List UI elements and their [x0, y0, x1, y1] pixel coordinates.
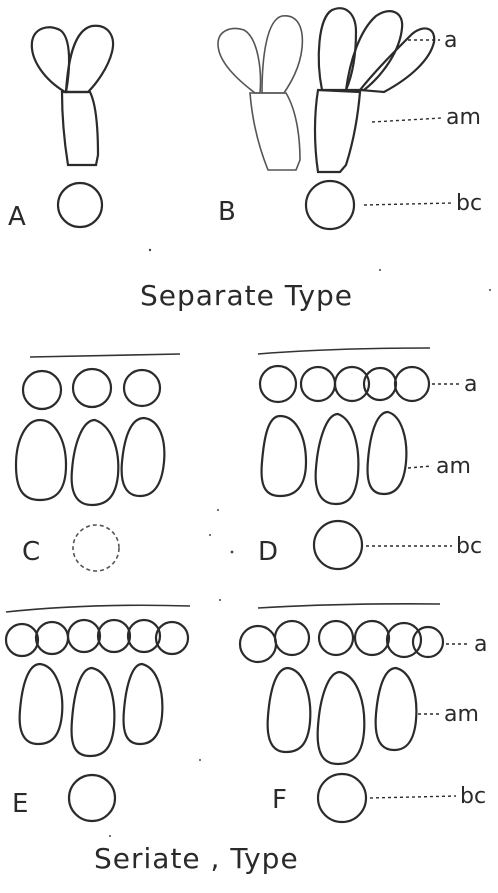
- separate-type-caption: Separate Type: [140, 279, 353, 312]
- panel-c-mother-cell-3: [122, 418, 165, 496]
- panel-e-mother-cell-3: [124, 664, 163, 744]
- panel-f-appendage-2: [275, 621, 309, 655]
- panel-f-am-label: am: [444, 702, 479, 727]
- panel-d-mother-cell-3: [368, 412, 407, 494]
- panel-c-appendage-2: [73, 369, 111, 407]
- panel-f-appendage-3: [319, 621, 353, 655]
- panel-a-appendage-right: [66, 26, 113, 92]
- panel-f-bc-label: bc: [460, 784, 486, 809]
- panel-e-mother-cell-2: [72, 668, 115, 756]
- panel-b-appendage-2: [262, 16, 302, 93]
- panel-f-mother-cell-1: [268, 668, 311, 752]
- panel-c-appendage-3: [124, 370, 160, 406]
- panel-d-a-label: a: [464, 372, 477, 397]
- panel-c-mother-cell-1: [16, 420, 66, 500]
- panel-e-appendage-4: [98, 620, 130, 652]
- panel-b-am-label: am: [446, 105, 481, 130]
- panel-d-mother-cell-2: [316, 414, 359, 504]
- panel-b-basal-cell: [306, 181, 354, 229]
- panel-f: F a am bc: [240, 621, 487, 822]
- panel-a-appendage-left: [32, 27, 69, 92]
- panel-f-basal-cell: [318, 774, 366, 822]
- panel-b: B a am bc: [218, 8, 482, 229]
- panel-b-stalk-right: [315, 90, 360, 172]
- panel-d-bc-label: bc: [456, 534, 482, 559]
- panel-c-letter: C: [22, 537, 40, 567]
- panel-f-mother-cell-3: [376, 668, 417, 750]
- panel-b-a-label: a: [444, 28, 457, 53]
- panel-f-appendage-6: [413, 627, 443, 657]
- panel-c-basal-cell: [73, 525, 119, 571]
- panel-b-appendage-1: [218, 29, 260, 93]
- panel-e-mother-cell-1: [20, 664, 63, 744]
- panel-d-letter: D: [258, 537, 278, 567]
- panel-f-a-label: a: [474, 632, 487, 657]
- panel-b-letter: B: [218, 197, 236, 227]
- panel-e-appendage-3: [68, 620, 100, 652]
- panel-e-appendage-1: [6, 624, 38, 656]
- seriate-type-caption: Seriate , Type: [94, 842, 299, 875]
- panel-b-appendage-3: [319, 8, 356, 90]
- panel-a-basal-cell: [58, 183, 102, 227]
- panel-a-letter: A: [8, 202, 26, 232]
- rule-lower-right: [258, 604, 440, 608]
- panel-b-bc-leader: [364, 203, 452, 205]
- panel-e: E: [6, 620, 188, 821]
- panel-f-letter: F: [272, 785, 287, 815]
- panel-d-appendage-1: [260, 366, 296, 402]
- panel-b-am-leader: [372, 118, 442, 122]
- panel-a: A: [8, 26, 113, 232]
- panel-e-basal-cell: [69, 775, 115, 821]
- panel-c-appendage-1: [23, 371, 61, 409]
- panel-d-appendage-5: [395, 367, 429, 401]
- panel-f-appendage-1: [240, 626, 276, 662]
- panel-b-bc-label: bc: [456, 191, 482, 216]
- panel-a-stalk-cell: [62, 92, 98, 165]
- panel-c-mother-cell-2: [72, 420, 119, 505]
- panel-e-letter: E: [12, 789, 28, 819]
- panel-d-mother-cell-1: [262, 416, 306, 496]
- panel-d-am-label: am: [436, 454, 471, 479]
- panel-f-mother-cell-2: [318, 672, 365, 764]
- panel-d-am-leader: [408, 466, 432, 468]
- panel-d-appendage-2: [301, 367, 335, 401]
- panel-e-appendage-2: [36, 622, 68, 654]
- panel-f-appendage-4: [355, 621, 389, 655]
- panel-d-basal-cell: [314, 521, 362, 569]
- panel-d: D a am bc: [258, 366, 482, 569]
- panel-b-stalk-left: [250, 93, 300, 170]
- panel-c: C: [16, 369, 164, 571]
- rule-lower-left: [6, 605, 190, 612]
- panel-f-bc-leader: [370, 796, 456, 798]
- rule-upper-left: [30, 354, 180, 357]
- rule-upper-right: [258, 348, 430, 354]
